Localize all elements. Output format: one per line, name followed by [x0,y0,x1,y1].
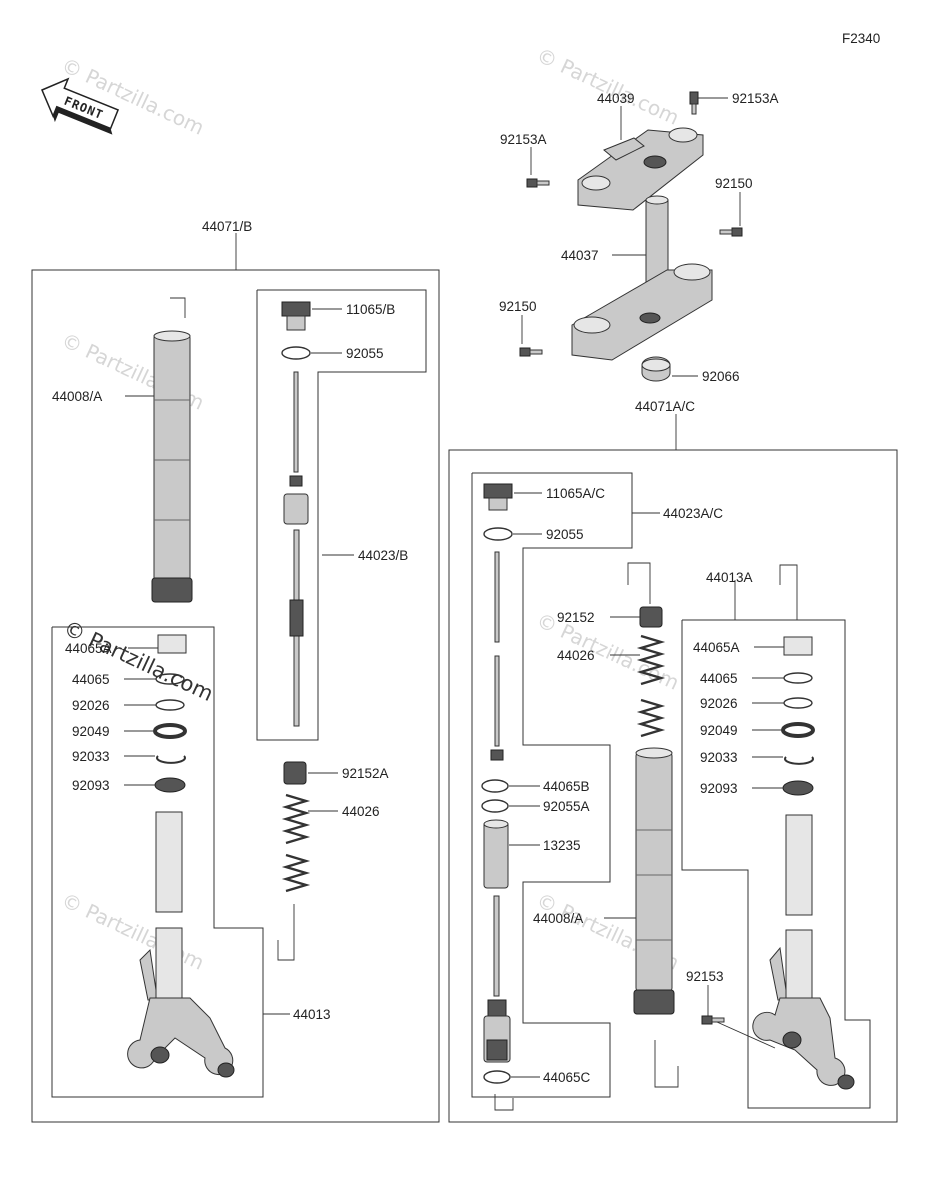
leader-line [170,297,186,318]
part-label-44065: 44065 [72,672,110,687]
part-label-44065: 44065 [700,671,738,686]
left-assembly-frame [31,269,440,1123]
part-label-44008a: 44008/A [533,911,583,926]
leader-line [494,1094,514,1111]
o-ring-92055 [281,346,311,360]
bolt-92150 [519,347,543,357]
o-ring-92055 [483,527,513,541]
outer-tube-44008a [633,747,675,1015]
part-label-44026: 44026 [557,648,595,663]
washer-92026 [783,697,813,709]
part-label-92150: 92150 [715,176,753,191]
damper-rod-lower [483,895,511,1063]
part-label-44037: 44037 [561,248,599,263]
inner-parts-frame [681,619,871,1109]
outer-tube-44008a [151,330,193,603]
dust-seal-92093 [154,777,186,793]
part-label-44039: 44039 [597,91,635,106]
part-label-92066: 92066 [702,369,740,384]
part-label-44026: 44026 [342,804,380,819]
part-label-11065b: 11065/B [346,302,395,317]
part-label-92055a: 92055A [543,799,590,814]
damper-rod-44023b [283,371,309,727]
part-label-92049: 92049 [700,723,738,738]
leader-line [779,564,798,620]
inner-tube-44013 [127,811,235,1078]
bolt-92150 [719,227,743,237]
leader-line [627,562,651,604]
bush-44065 [783,672,813,684]
damper-rod [490,551,504,761]
part-label-92093: 92093 [700,781,738,796]
part-label-44065c: 44065C [543,1070,591,1085]
watermark-dark: © Partzilla.com [60,616,217,706]
part-label-92033: 92033 [700,750,738,765]
o-ring-92055a [481,799,509,813]
cartridge-group-frame [471,472,633,1098]
washer-92026 [155,699,185,711]
inner-parts-frame [51,626,264,1098]
leader-line [654,1040,679,1088]
watermark: © Partzilla.com [58,888,208,975]
circlip-92033 [784,756,814,765]
cap-92066 [641,356,671,382]
part-label-92152a: 92152A [342,766,389,781]
bolt-92153a [689,91,699,115]
part-label-92026: 92026 [700,696,738,711]
part-label-92153: 92153 [686,969,724,984]
part-label-92093: 92093 [72,778,110,793]
spring-nut-92152 [639,606,663,628]
part-label-92055: 92055 [346,346,384,361]
figure-code: F2340 [842,31,880,46]
bolt-92153 [701,1015,725,1025]
part-label-44008a: 44008/A [52,389,102,404]
part-label-92049: 92049 [72,724,110,739]
part-label-92153a: 92153A [732,91,779,106]
part-label-44071ac: 44071A/C [635,399,695,414]
bush-44065a [783,636,813,656]
spring-nut-92152a [283,761,307,785]
part-label-92026: 92026 [72,698,110,713]
part-label-11065ac: 11065A/C [546,486,605,501]
spring-44026 [281,793,311,893]
watermark: © Partzilla.com [533,43,683,130]
left-fork-assembly: 44071/B 44008/A 11065/B 92055 [31,219,440,1123]
right-fork-assembly: 44071A/C 44023A/C 11065A/C 92055 44065B … [448,399,898,1123]
part-label-44071b: 44071/B [202,219,252,234]
part-label-44013a: 44013A [706,570,753,585]
part-label-44023b: 44023/B [358,548,408,563]
part-label-92033: 92033 [72,749,110,764]
part-label-13235: 13235 [543,838,581,853]
cap-bolt-11065ac [483,483,513,511]
bush-44065a [157,634,187,654]
part-label-92152: 92152 [557,610,595,625]
part-label-44065b: 44065B [543,779,590,794]
part-label-44065a: 44065A [693,640,740,655]
oil-seal-92049 [153,723,187,739]
spring-44026 [636,634,666,738]
bush-44065c [483,1070,511,1084]
oil-seal-92049 [781,722,815,738]
part-label-92153a: 92153A [500,132,547,147]
part-label-44023ac: 44023A/C [663,506,723,521]
cylinder-13235 [483,819,509,889]
inner-tube-44013a [752,814,855,1090]
leader-line [682,580,736,621]
part-label-44013: 44013 [293,1007,331,1022]
steering-clamps: 44039 92153A 92153A 44037 92150 92150 [499,91,779,384]
bush-44065b [481,779,509,793]
cap-bolt-11065b [281,301,311,331]
leader-line [277,904,295,961]
cartridge-group-frame [256,289,427,741]
part-label-44065a: 44065A [65,641,112,656]
right-assembly-frame [448,449,898,1123]
part-label-92055: 92055 [546,527,584,542]
circlip-92033 [156,755,186,764]
dust-seal-92093 [782,780,814,796]
bolt-92153a [526,178,550,188]
upper-clamp-44039 [577,127,704,211]
part-label-92150: 92150 [499,299,537,314]
lower-clamp [571,263,713,361]
